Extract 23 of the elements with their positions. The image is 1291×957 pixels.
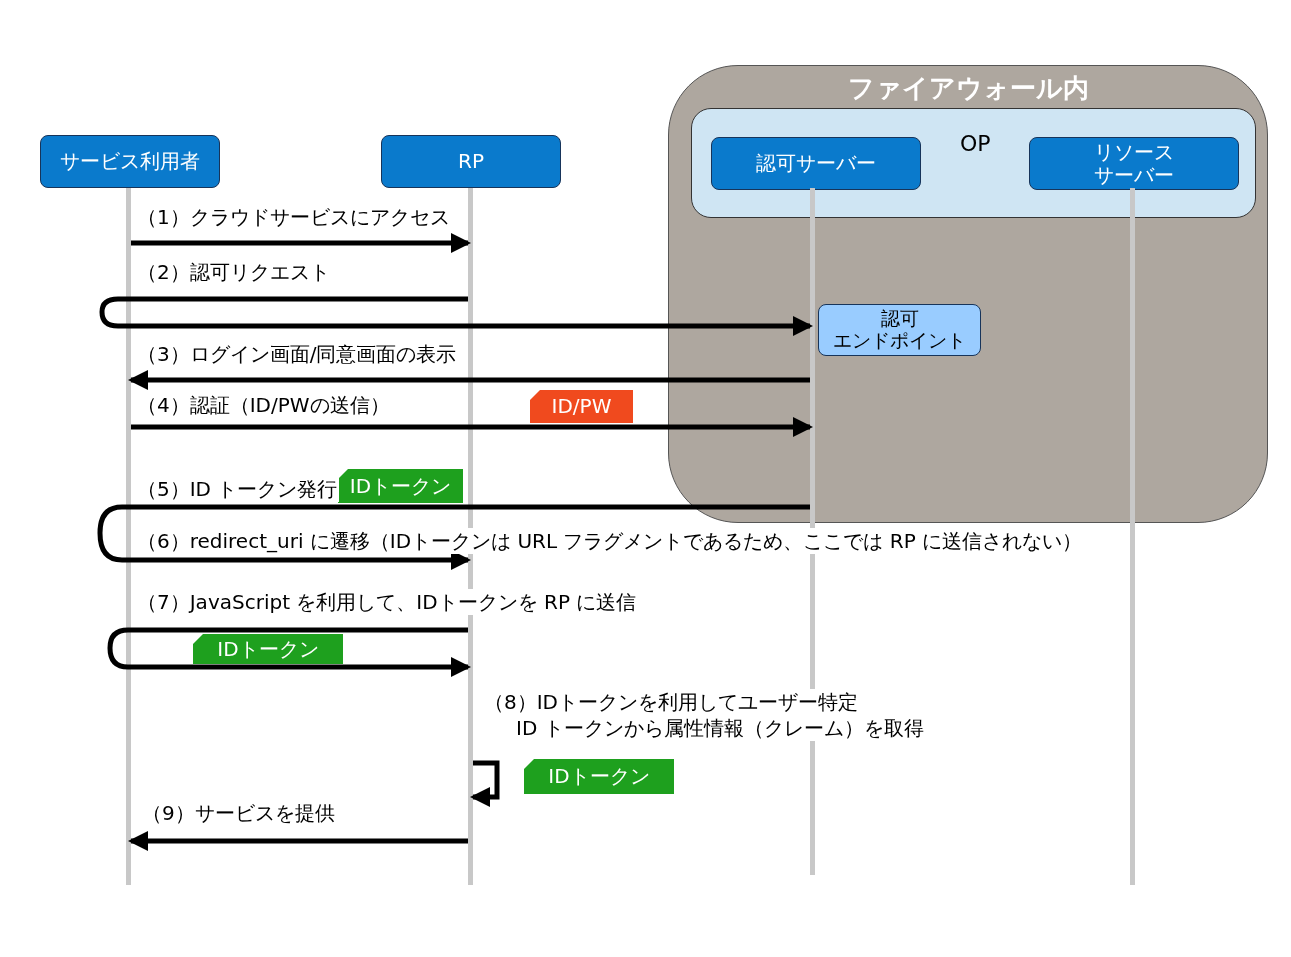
token-tag: IDトークン bbox=[338, 469, 463, 503]
lifeline bbox=[126, 188, 131, 885]
firewall-area bbox=[668, 65, 1268, 523]
arrow bbox=[128, 831, 468, 851]
actor-box: サービス利用者 bbox=[40, 135, 220, 188]
credential-tag: ID/PW bbox=[530, 390, 633, 423]
token-tag: IDトークン bbox=[524, 759, 674, 794]
arrow bbox=[99, 296, 813, 336]
server-box: 認可サーバー bbox=[711, 137, 921, 190]
server-box: リソースサーバー bbox=[1029, 137, 1239, 190]
area-title: ファイアウォール内 bbox=[847, 72, 1089, 105]
arrow bbox=[128, 370, 810, 390]
actor-box: RP bbox=[381, 135, 561, 188]
arrow bbox=[107, 627, 471, 677]
token-tag: IDトークン bbox=[193, 634, 343, 664]
arrow bbox=[97, 504, 810, 570]
area-label: OP bbox=[960, 131, 991, 156]
endpoint-box: 認可 エンドポイント bbox=[818, 304, 981, 356]
arrow bbox=[131, 417, 813, 437]
op-area bbox=[691, 108, 1256, 218]
arrow bbox=[131, 233, 471, 253]
lifeline bbox=[1130, 188, 1135, 885]
arrow bbox=[470, 760, 500, 807]
